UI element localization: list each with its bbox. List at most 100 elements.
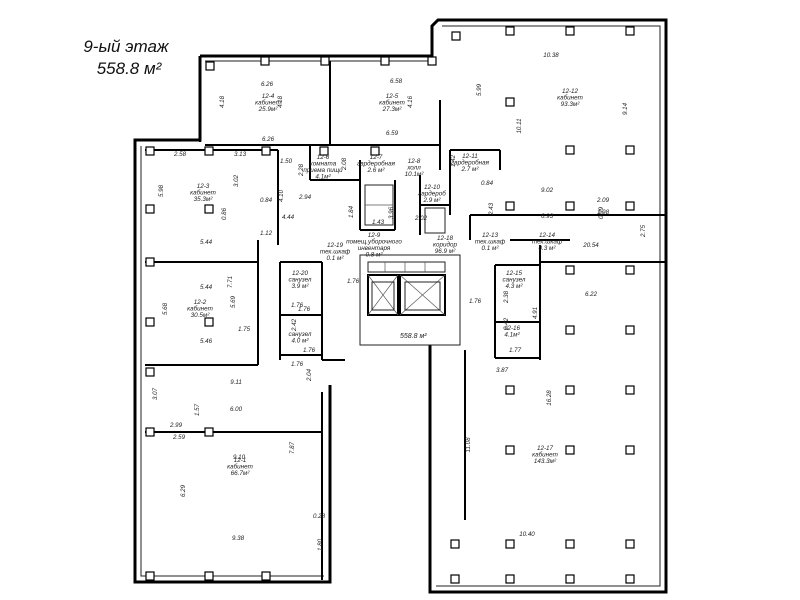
dimension-label: 5.44 bbox=[200, 239, 213, 246]
room-label-line: 12-14 bbox=[539, 232, 556, 239]
dimension-label: 1.75 bbox=[238, 326, 251, 333]
room-label-line: 2.6 м² bbox=[367, 167, 386, 174]
room-label-line: комната bbox=[310, 161, 337, 168]
dimension-label: 0.28 bbox=[313, 513, 326, 520]
dimension-label: 2.42 bbox=[503, 317, 510, 331]
room-label-line: 0.3 м² bbox=[539, 245, 557, 252]
dimension-label: 11.08 bbox=[465, 437, 472, 453]
room-label-line: санузел bbox=[289, 277, 312, 284]
interior-walls bbox=[145, 61, 666, 580]
dimension-label: 2.43 bbox=[488, 202, 495, 216]
dimension-label: 6.58 bbox=[390, 78, 403, 85]
dimension-label: 1.76 bbox=[347, 278, 360, 285]
dimension-label: 9.14 bbox=[622, 102, 629, 115]
room-label-line: 12-11 bbox=[462, 153, 478, 160]
dimension-label: 6.93 bbox=[541, 213, 554, 220]
dimension-label: 3.02 bbox=[233, 174, 240, 187]
dimension-label: 6.26 bbox=[262, 136, 275, 143]
dimension-label: 4.16 bbox=[407, 95, 414, 108]
room-label-line: холл bbox=[406, 165, 421, 172]
dimension-label: 2.42 bbox=[291, 318, 298, 332]
room-label-line: 0.8 м² bbox=[366, 252, 384, 259]
dimension-label: 6.00 bbox=[230, 406, 243, 413]
dimension-label: 4.44 bbox=[282, 214, 295, 221]
room-label-line: тех.шкаф bbox=[320, 249, 351, 256]
dimension-label: 1.50 bbox=[280, 158, 293, 165]
room-label-line: 27.3м² bbox=[382, 106, 403, 113]
dimension-label: 2.08 bbox=[341, 157, 348, 171]
dimension-label: 1.77 bbox=[509, 347, 522, 354]
dimension-label: 7.71 bbox=[227, 276, 234, 288]
dimension-label: 6.26 bbox=[261, 81, 274, 88]
dimension-label: 1.84 bbox=[348, 205, 355, 218]
room-label-line: кабинет bbox=[255, 99, 281, 107]
dimension-label: 1.98 bbox=[597, 209, 610, 216]
room-label-line: 12-12 bbox=[562, 88, 579, 95]
dimension-label: 9.10 bbox=[233, 454, 246, 461]
room-label-line: инвентаря bbox=[358, 245, 391, 252]
room-label-line: 4.1м² bbox=[315, 174, 331, 181]
dimension-label: 5.68 bbox=[162, 302, 169, 315]
dimension-label: 2.59 bbox=[172, 434, 186, 441]
dimension-labels: 10.385.9910.119.149.022.090.991.986.932.… bbox=[152, 52, 647, 551]
dimension-label: 10.40 bbox=[519, 531, 535, 538]
room-label-line: 12-15 bbox=[506, 270, 523, 277]
dimension-label: 4.10 bbox=[278, 189, 285, 202]
room-label-line: 12-3 bbox=[197, 183, 210, 190]
dimension-label: 20.54 bbox=[582, 242, 599, 249]
dimension-label: 3.87 bbox=[496, 367, 509, 374]
dimension-label: 9.11 bbox=[230, 379, 242, 386]
dimension-label: 1.43 bbox=[372, 219, 385, 226]
room-label-line: 12-19 bbox=[327, 242, 344, 249]
room-label-line: 93.3м² bbox=[561, 101, 581, 108]
dimension-label: 1.76 bbox=[298, 306, 311, 313]
room-label-line: 12-10 bbox=[424, 184, 441, 191]
dimension-label: 1.76 bbox=[291, 361, 304, 368]
room-label-line: 12-2 bbox=[194, 299, 207, 306]
dimension-label: 2.28 bbox=[298, 163, 305, 177]
dimension-label: 7.87 bbox=[289, 441, 296, 454]
dimension-label: 4.91 bbox=[532, 307, 539, 319]
dimension-label: 5.69 bbox=[230, 295, 237, 308]
dimension-label: 4.18 bbox=[277, 95, 284, 108]
dimension-label: 2.99 bbox=[169, 422, 183, 429]
room-label-line: гардеробная bbox=[451, 159, 490, 167]
dimension-label: 10.11 bbox=[516, 118, 523, 133]
room-label-line: кабинет bbox=[532, 451, 558, 459]
dimension-label: 4.18 bbox=[219, 95, 226, 108]
room-label-line: 12-9 bbox=[368, 232, 381, 239]
dimension-label: 3.07 bbox=[152, 387, 159, 400]
dimension-label: 2.58 bbox=[173, 151, 187, 158]
dimension-label: 9.38 bbox=[232, 535, 245, 542]
dimension-label: 2.09 bbox=[596, 197, 610, 204]
room-label-line: помещ.уборочного bbox=[346, 238, 402, 246]
dimension-label: 3.96 bbox=[388, 206, 395, 219]
room-label-line: кабинет bbox=[557, 94, 583, 102]
dimension-label: 1.76 bbox=[469, 298, 482, 305]
exterior-walls bbox=[133, 18, 668, 594]
room-label-line: тех.шкаф bbox=[475, 239, 506, 246]
dimension-label: 6.59 bbox=[386, 130, 399, 137]
room-label-line: 3.9 м² bbox=[292, 283, 310, 290]
dimension-label: 1.76 bbox=[303, 347, 316, 354]
room-label-line: 12-8 bbox=[408, 158, 421, 165]
dimension-label: 5.98 bbox=[158, 184, 165, 197]
room-label-line: 2.9 м² bbox=[423, 197, 442, 204]
room-label-line: санузел bbox=[289, 331, 312, 338]
room-label-line: 4.0 м² bbox=[292, 338, 310, 345]
room-label-line: гардеробная bbox=[357, 160, 396, 168]
